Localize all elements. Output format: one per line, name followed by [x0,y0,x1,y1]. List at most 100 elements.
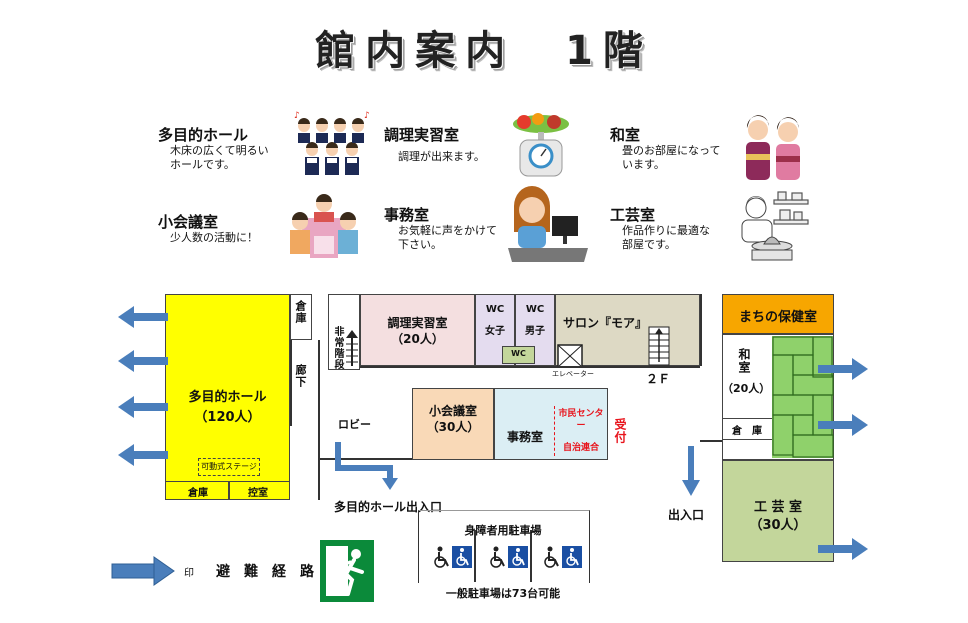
japanese-room-capacity: （20人） [722,382,771,395]
wall [700,294,702,366]
kimono-people-icon [746,115,800,180]
corridor-label: 廊下 [294,364,307,388]
small-meeting-capacity: （30人） [426,420,480,434]
wall [290,340,292,426]
hall-entrance-label: 多目的ホール出入口 [334,500,443,514]
health-room-label: まちの保健室 [738,310,817,325]
facility-desc: 下さい。 [398,238,442,251]
cooking-room[interactable] [360,294,475,366]
wheelchair-icon [490,546,528,568]
facility-desc: 木床の広くて明るい [170,144,269,157]
wheelchair-icon [544,546,582,568]
craft-room-label: 工 芸 室 [753,500,803,515]
main-entrance-arrow-icon [682,446,700,496]
stairs-up-arrow-icon [346,330,358,366]
legend-text: 避 難 経 路 [216,564,314,580]
office-worker-icon [508,186,588,262]
stairs-2f-icon [648,326,670,366]
wall [474,530,476,582]
multipurpose-hall[interactable] [165,294,290,500]
second-floor-label: ２Ｆ [646,372,671,386]
elevator-icon [557,344,583,368]
wheelchair-icon [434,546,472,568]
wc-accessible[interactable] [502,346,535,364]
wc-women-label: WC [485,304,505,315]
craft-room-capacity: （30人） [749,518,807,533]
svg-text:♪: ♪ [294,111,300,121]
facility-desc: 少人数の活動に！ [170,231,258,244]
reception-label: 受付 [613,418,627,444]
small-meeting-label: 小会議室 [428,404,477,418]
evacuation-arrow-icon [818,538,868,560]
facility-desc: ホールです。 [170,158,235,171]
wall [360,366,700,368]
facility-desc: います。 [622,158,665,171]
elevator-label: エレベーター [552,370,594,378]
hall-entrance-arrow-icon [335,442,398,490]
council-label: 自治連合 [562,443,599,453]
east-storage[interactable] [722,418,772,440]
divider [228,481,230,500]
facility-name: 工芸室 [610,206,656,224]
facility-name: 事務室 [384,206,430,224]
facility-desc: 作品作りに最適な [622,224,710,237]
page-title: 館内案内 1階 [315,28,653,74]
wc-men-label: WC [525,304,545,315]
disabled-parking-area [418,510,590,583]
legend-mark: 印 [184,568,194,579]
wall [700,440,722,442]
svg-text:♪: ♪ [364,111,370,121]
pottery-icon [741,191,809,261]
east-storage-label: 倉 庫 [732,426,762,437]
wc-accessible-label: WC [511,349,526,358]
emergency-exit-icon [320,540,374,602]
facility-desc: 部屋です。 [622,238,676,251]
wall [530,530,532,582]
storage-room[interactable] [290,294,312,340]
cooking-capacity: （20人） [391,332,444,346]
wc-men-sub: 男子 [525,326,545,337]
evacuation-arrow-icon [118,306,168,328]
evacuation-arrow-icon [818,414,868,436]
facility-name: 多目的ホール [158,126,249,144]
wall [318,340,320,500]
hall-capacity: （120人） [194,410,261,425]
health-room[interactable] [722,294,834,334]
wc-women-sub: 女子 [485,326,505,337]
emergency-stairs[interactable] [328,294,360,370]
legend-evacuation-arrow-icon [111,556,175,586]
lobby-label: ロビー [338,418,371,431]
facility-name: 和室 [610,126,641,144]
wall [318,458,412,460]
craft-room[interactable] [722,460,834,562]
facility-desc: 調理が出来ます。 [398,150,485,163]
general-parking-label: 一般駐車場は73台可能 [445,587,561,600]
choir-people-icon: ♪♪ [294,111,370,175]
facility-desc: お気軽に声をかけて [398,224,497,237]
evacuation-arrow-icon [118,396,168,418]
facility-desc: 畳のお部屋になって [622,144,721,157]
main-entrance-label: 出入口 [668,508,705,522]
small-meeting-room[interactable] [412,388,494,460]
hall-bottom-strip [165,481,290,501]
city-center-area [554,406,607,456]
storage-label: 倉庫 [294,300,307,324]
facility-name: 調理実習室 [384,126,460,144]
cooking-label: 調理実習室 [387,316,448,330]
evacuation-arrow-icon [118,350,168,372]
control-room-label: 控室 [248,488,268,499]
disabled-parking-label: 身障者用駐車場 [464,524,542,537]
movable-stage: 可動式ステージ [198,458,260,476]
evacuation-arrow-icon [818,358,868,380]
facility-name: 小会議室 [158,213,219,231]
evacuation-arrow-icon [118,444,168,466]
vegetables-scale-icon [513,113,569,177]
hall-storage-label: 倉庫 [188,488,208,499]
emergency-stairs-label: 非常階段 [332,326,343,370]
hall-label: 多目的ホール [188,390,267,405]
tatami-floor [772,336,834,458]
city-center-label: 市民センター [558,409,604,431]
office-label: 事務室 [506,430,543,444]
japanese-room-label: 和室 [737,348,751,374]
office[interactable] [494,388,608,460]
